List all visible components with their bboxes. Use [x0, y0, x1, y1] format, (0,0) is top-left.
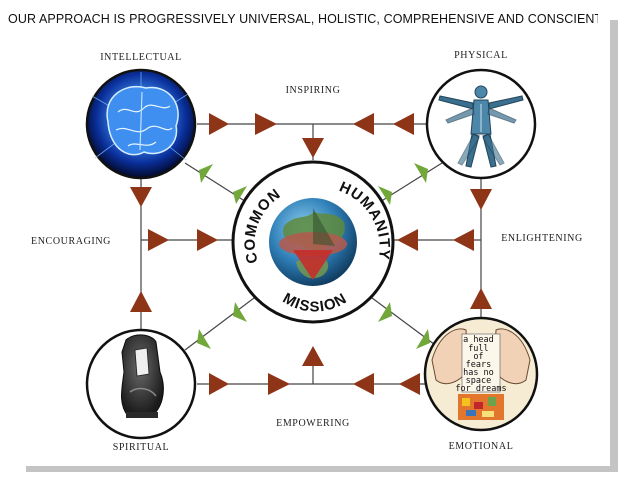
arrow-green-br-2: [378, 302, 392, 322]
arrow-bottom-up: [302, 346, 324, 366]
stone-sculpture-icon: [121, 334, 164, 418]
emotional-note-text: a head full of fears has no space for dr…: [455, 335, 506, 394]
arrow-right-down: [470, 189, 492, 210]
arrow-left-right-2: [197, 229, 218, 251]
arrow-green-tr-1: [414, 163, 428, 183]
label-empowering: EMPOWERING: [276, 418, 350, 429]
arrow-bottom-right-1: [209, 373, 229, 395]
label-enlightening: ENLIGHTENING: [501, 233, 583, 244]
arrow-green-br-1: [416, 329, 430, 349]
arrow-right-up: [470, 288, 492, 309]
arrow-bottom-left-2: [399, 373, 420, 395]
center-node: [231, 160, 395, 324]
arrow-left-up: [130, 291, 152, 312]
diagram-heading: OUR APPROACH IS PROGRESSIVELY UNIVERSAL,…: [8, 12, 598, 26]
arrow-right-left-2: [397, 229, 418, 251]
label-emotional: EMOTIONAL: [449, 441, 514, 452]
arrow-right-left-1: [453, 229, 474, 251]
arrow-top-down: [302, 138, 324, 158]
brown-arrows: [130, 113, 492, 395]
hands-collage-icon: [431, 328, 531, 420]
arrow-bottom-right-2: [268, 373, 290, 395]
arrow-top-right-2: [255, 113, 277, 135]
label-encouraging: ENCOURAGING: [31, 236, 111, 247]
arrow-top-left-2: [393, 113, 414, 135]
arrow-green-tl-2: [233, 186, 247, 204]
intellectual-node: [85, 68, 197, 180]
arrow-green-tl-1: [199, 164, 213, 183]
physical-node: [425, 68, 537, 180]
arrow-green-bl-1: [197, 329, 211, 349]
arrow-bottom-left-1: [353, 373, 374, 395]
arrow-green-tr-2: [378, 186, 392, 205]
arrow-top-right-1: [209, 113, 229, 135]
arrow-green-bl-2: [233, 302, 247, 322]
emotional-node: a head full of fears has no space for dr…: [423, 316, 539, 432]
label-inspiring: INSPIRING: [286, 85, 341, 96]
label-intellectual: INTELLECTUAL: [100, 52, 182, 63]
arrow-left-down: [130, 187, 152, 207]
vitruvian-figure-icon: [438, 85, 524, 168]
label-spiritual: SPIRITUAL: [113, 442, 170, 453]
spiritual-node: [85, 328, 197, 440]
arrow-top-left-1: [353, 113, 374, 135]
arrow-left-right-1: [148, 229, 169, 251]
label-physical: PHYSICAL: [454, 50, 508, 61]
green-arrows: [197, 163, 430, 349]
